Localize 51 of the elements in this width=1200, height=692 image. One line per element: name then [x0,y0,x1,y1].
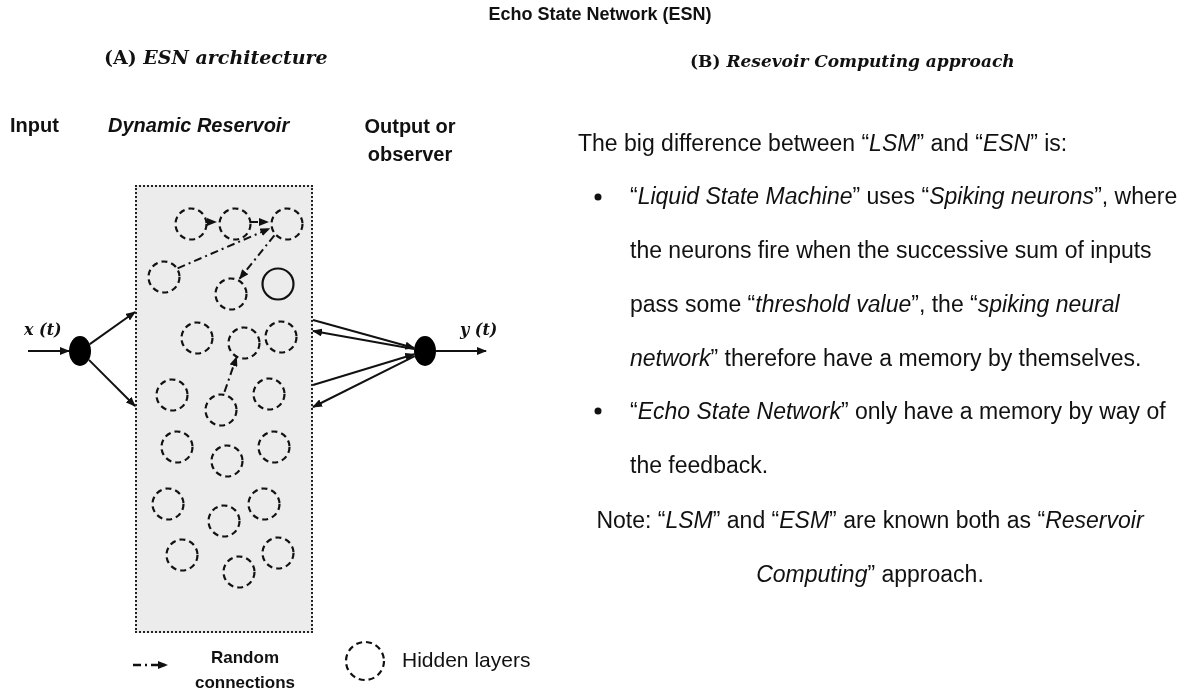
hidden-neuron-circle [270,207,304,241]
hidden-neuron-circle [222,555,256,589]
edge-label: x (t) [24,320,62,339]
arrow [27,347,70,355]
panel-heading: (A) ESN architecture [104,46,328,68]
hidden-neuron-circle [227,326,261,360]
neuron-circle [261,267,295,301]
hidden-neuron-circle [160,430,194,464]
legend-text: Random connections [193,647,297,692]
input-node [69,336,91,366]
edge-label: y (t) [460,320,498,339]
dash-dot-arrow [249,218,269,226]
arrow [312,355,416,408]
bullet-text: “Liquid State Machine” uses “Spiking neurons”, where the neurons fire when the successive sum of inputs pass some “threshold value”, the “spiking neural network” therefore have a memory by themselves. [630,182,1179,373]
legend-text: Hidden layers [402,648,531,672]
hidden-neuron-circle [218,207,252,241]
arrow [435,347,487,355]
panel-heading: (B) Resevoir Computing approach [690,51,1015,71]
arrow [87,358,136,407]
hidden-neuron-circle [174,207,208,241]
hidden-neuron-circle [210,444,244,478]
dash-dot-arrow [223,356,238,393]
hidden-neuron-circle [151,487,185,521]
hidden-neuron-circle [247,487,281,521]
arrow [88,311,136,346]
hidden-neuron-circle [155,378,189,412]
hidden-neuron-circle [264,320,298,354]
hidden-neuron-circle [204,393,238,427]
output-node [414,336,436,366]
hidden-neuron-circle [165,538,199,572]
bullet-text: “Echo State Network” only have a memory by way of the feedback. [630,397,1167,480]
column-heading: Input [10,114,59,137]
dash-dot-arrow [205,218,217,226]
hidden-neuron-circle [257,430,291,464]
dash-dot-arrow [238,234,276,280]
hidden-neuron-circle [180,321,214,355]
arrow [312,319,416,350]
paragraph: The big difference between “LSM” and “ESN” is: [578,129,1069,158]
title: Echo State Network (ESN) [487,4,713,25]
hidden-neuron-circle [214,277,248,311]
reservoir-box [135,185,313,633]
hidden-neuron-circle [147,260,181,294]
column-heading: Output or observer [363,114,457,167]
arrow [312,353,416,386]
note-text: Note: “LSM” and “ESM” are known both as “Reservoir Computing” approach. [595,506,1146,589]
column-heading: Dynamic Reservoir [108,114,290,137]
dash-dot-arrow [176,227,271,270]
hidden-neuron-circle [252,377,286,411]
hidden-neuron-circle [261,536,295,570]
hidden-neuron-circle [207,504,241,538]
arrow [312,328,416,351]
